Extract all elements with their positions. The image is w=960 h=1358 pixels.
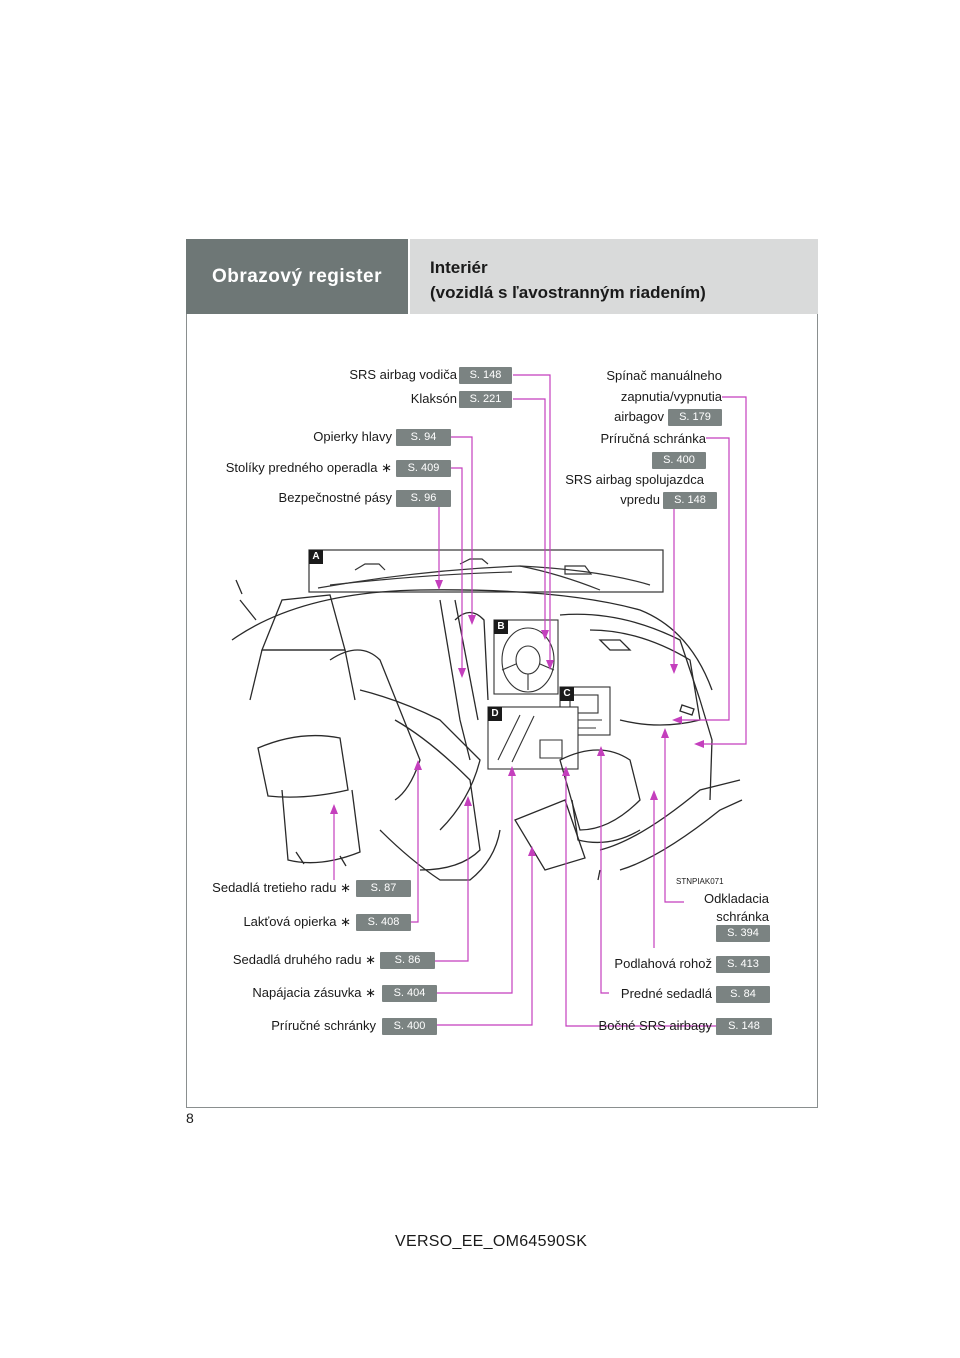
- page-ref-floor-mat[interactable]: S. 413: [716, 956, 770, 973]
- page-ref-power-outlet[interactable]: S. 404: [382, 985, 437, 1002]
- label-second-row: Sedadlá druhého radu ∗: [232, 952, 376, 967]
- page-ref-seatback-tables[interactable]: S. 409: [396, 460, 451, 477]
- page-ref-third-row[interactable]: S. 87: [356, 880, 411, 897]
- page-ref-front-seats[interactable]: S. 84: [716, 986, 770, 1003]
- label-floor-mat: Podlahová rohož: [614, 956, 712, 971]
- document-id: VERSO_EE_OM64590SK: [395, 1233, 588, 1250]
- page-ref-airbag-switch[interactable]: S. 179: [668, 409, 722, 426]
- inset-tag-a: A: [309, 550, 323, 564]
- leader-lines: [333, 374, 747, 1027]
- label-armrest: Lakťová opierka ∗: [243, 914, 351, 929]
- page-ref-horn[interactable]: S. 221: [459, 391, 512, 408]
- label-power-outlet: Napájacia zásuvka ∗: [252, 985, 376, 1000]
- page-title-line2: (vozidlá s ľavostranným riadením): [430, 283, 706, 302]
- page-ref-storage-tray[interactable]: S. 394: [716, 925, 770, 942]
- image-code: STNPIAK071: [676, 877, 724, 886]
- label-airbag-switch-1: Spínač manuálneho: [606, 368, 722, 383]
- label-storage-tray-1: Odkladacia: [703, 891, 769, 906]
- inset-tag-b: B: [494, 620, 508, 634]
- label-horn: Klaksón: [410, 391, 457, 406]
- label-third-row: Sedadlá tretieho radu ∗: [212, 880, 351, 895]
- label-glovebox: Príručná schránka: [600, 431, 707, 446]
- label-storage-tray-2: schránka: [716, 909, 769, 924]
- section-header: Obrazový register Interiér (vozidlá s ľa…: [186, 239, 818, 314]
- inset-tag-c: C: [560, 687, 574, 701]
- label-front-seats: Predné sedadlá: [620, 986, 712, 1001]
- label-airbag-switch-2: zapnutia/vypnutia: [620, 389, 722, 404]
- page-ref-headrests[interactable]: S. 94: [396, 429, 451, 446]
- page-title-line1: Interiér: [430, 258, 488, 277]
- label-headrests: Opierky hlavy: [313, 429, 392, 444]
- label-storage-boxes: Príručné schránky: [271, 1018, 376, 1033]
- page-ref-glovebox[interactable]: S. 400: [652, 452, 706, 469]
- label-srs-passenger-1: SRS airbag spolujazdca: [565, 472, 704, 487]
- label-seatbelts: Bezpečnostné pásy: [278, 490, 392, 505]
- label-srs-passenger-2: vpredu: [620, 492, 660, 507]
- page-title: Interiér (vozidlá s ľavostranným riadení…: [408, 239, 818, 314]
- page-ref-second-row[interactable]: S. 86: [380, 952, 435, 969]
- page-ref-seatbelts[interactable]: S. 96: [396, 490, 451, 507]
- label-seatback-tables: Stolíky predného operadla ∗: [225, 460, 392, 475]
- page-ref-storage-boxes[interactable]: S. 400: [382, 1018, 437, 1035]
- leader-arrowheads: [330, 580, 704, 856]
- inset-tag-d: D: [488, 707, 502, 721]
- car-interior-outline: [231, 579, 743, 881]
- inset-a-roof: [308, 549, 664, 593]
- label-side-airbags: Bočné SRS airbagy: [598, 1018, 712, 1033]
- page-number: 8: [186, 1110, 194, 1126]
- label-airbag-switch-3: airbagov: [614, 409, 664, 424]
- label-srs-driver: SRS airbag vodiča: [349, 367, 457, 382]
- page-ref-srs-driver[interactable]: S. 148: [459, 367, 512, 384]
- page-ref-srs-passenger[interactable]: S. 148: [663, 492, 717, 509]
- section-title: Obrazový register: [186, 239, 408, 314]
- page-ref-side-airbags[interactable]: S. 148: [716, 1018, 772, 1035]
- page-ref-armrest[interactable]: S. 408: [356, 914, 411, 931]
